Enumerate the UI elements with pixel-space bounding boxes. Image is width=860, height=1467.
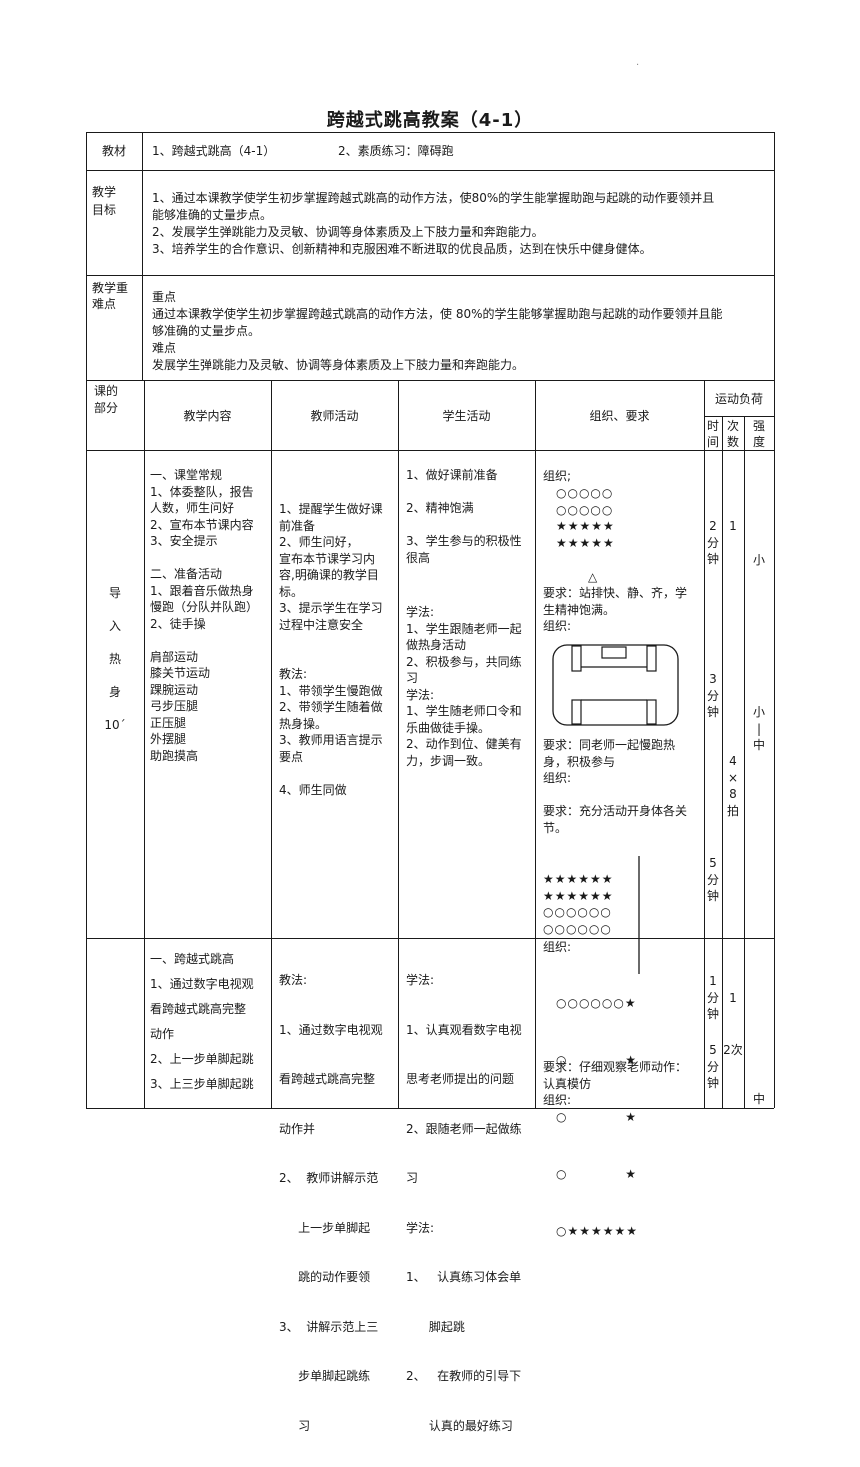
section1-intensity-1: 小 bbox=[752, 553, 765, 567]
header-load: 运动负荷 bbox=[714, 392, 763, 406]
keypoints-text: 重点 通过本课教学使学生初步掌握跨越式跳高的动作方法，使 80%的学生能够掌握助… bbox=[152, 290, 723, 372]
section2-intensity: 中 bbox=[752, 1092, 765, 1106]
header-time-1: 时 bbox=[706, 419, 719, 433]
section1-req-2: 要求：同老师一起慢跑热 身，积极参与 组织: bbox=[543, 738, 676, 785]
objectives-label-2: 目标 bbox=[92, 203, 117, 217]
section2-org-label: 组织: bbox=[543, 940, 572, 954]
section2-formation: ○○○○○○★ ○ ★ ○ ★ ○ ★ ○★★★★★★ bbox=[556, 996, 639, 1238]
section2-teacher: 教法: 1、通过数字电视观 看跨越式跳高完整 动作并 2、 教师讲解示范 上一步… bbox=[279, 973, 383, 1433]
teacher-position-icon: △ bbox=[588, 570, 598, 584]
header-time-2: 间 bbox=[706, 435, 719, 449]
section1-count-1: 1 bbox=[729, 519, 737, 533]
objectives-label-1: 教学 bbox=[92, 185, 117, 199]
section1-teacher: 1、提醒学生做好课 前准备 2、师生问好， 宣布本节课学习内 容,明确课的教学目… bbox=[279, 502, 383, 797]
section1-part-char-1: 导 bbox=[108, 586, 121, 600]
header-org: 组织、要求 bbox=[589, 409, 650, 423]
header-count-1: 次 bbox=[726, 419, 739, 433]
run-direction-line bbox=[638, 856, 640, 974]
keypoints-label-2: 难点 bbox=[92, 297, 117, 311]
objectives-text: 1、通过本课教学使学生初步掌握跨越式跳高的动作方法，使80%的学生能掌握助跑与起… bbox=[152, 191, 715, 256]
section1-intensity-2: 小|中 bbox=[752, 705, 765, 752]
header-student: 学生活动 bbox=[442, 409, 491, 423]
section2-student: 学法: 1、认真观看数字电视 思考老师提出的问题 2、跟随老师一起做练 习 学法… bbox=[406, 973, 522, 1433]
section1-formation-1: ○○○○○ ○○○○○ ★★★★★ ★★★★★ bbox=[556, 486, 615, 550]
header-count-2: 数 bbox=[726, 435, 739, 449]
material-item-1: 1、跨越式跳高（4-1） bbox=[152, 144, 276, 158]
material-label: 教材 bbox=[102, 144, 127, 158]
material-item-2: 2、素质练习：障碍跑 bbox=[338, 144, 454, 158]
page-mark: · bbox=[636, 60, 640, 71]
keypoints-label-1: 教学重 bbox=[92, 281, 129, 295]
section1-part-char-5: 10´ bbox=[104, 718, 126, 732]
section2-count-2: 2次 bbox=[723, 1043, 743, 1057]
section1-org-label: 组织; bbox=[543, 469, 572, 483]
header-content: 教学内容 bbox=[183, 409, 232, 423]
header-part-1: 课的 bbox=[94, 384, 119, 398]
header-part-2: 部分 bbox=[94, 401, 119, 415]
lesson-plan-table: 教材 1、跨越式跳高（4-1） 2、素质练习：障碍跑 教学 目标 1、通过本课教… bbox=[86, 132, 775, 1433]
section1-part-char-2: 入 bbox=[108, 619, 121, 633]
section2-content: 一、跨越式跳高 1、通过数字电视观 看跨越式跳高完整 动作 2、上一步单脚起跳 … bbox=[150, 952, 254, 1091]
section1-content: 一、课堂常规 1、体委整队，报告 人数，师生问好 2、宣布本节课内容 3、安全提… bbox=[150, 468, 259, 763]
page-title: 跨越式跳高教案（4-1） bbox=[326, 110, 534, 131]
header-intensity-1: 强 bbox=[752, 419, 765, 433]
running-track-diagram bbox=[552, 644, 679, 726]
section1-req-3: 要求：充分活动开身体各关 节。 bbox=[543, 804, 688, 835]
section2-count-1: 1 bbox=[729, 991, 737, 1005]
section1-part-char-4: 身 bbox=[108, 685, 121, 699]
section1-student-top: 1、做好课前准备 2、精神饱满 3、学生参与的积极性 很高 bbox=[406, 468, 522, 565]
header-intensity-2: 度 bbox=[752, 435, 765, 449]
section2-req: 要求：仔细观察老师动作： 认真模仿 组织: bbox=[543, 1060, 688, 1107]
section1-req-1: 要求：站排快、静、齐，学 生精神饱满。 组织: bbox=[543, 586, 688, 633]
header-teacher: 教师活动 bbox=[310, 409, 359, 423]
section1-student-bottom: 学法: 1、学生跟随老师一起 做热身活动 2、积极参与，共同练 习 学法: 1、… bbox=[406, 605, 522, 768]
section1-formation-3: ★★★★★★ ★★★★★★ ○○○○○○ ○○○○○○ bbox=[543, 872, 614, 936]
section1-part-char-3: 热 bbox=[108, 652, 121, 666]
